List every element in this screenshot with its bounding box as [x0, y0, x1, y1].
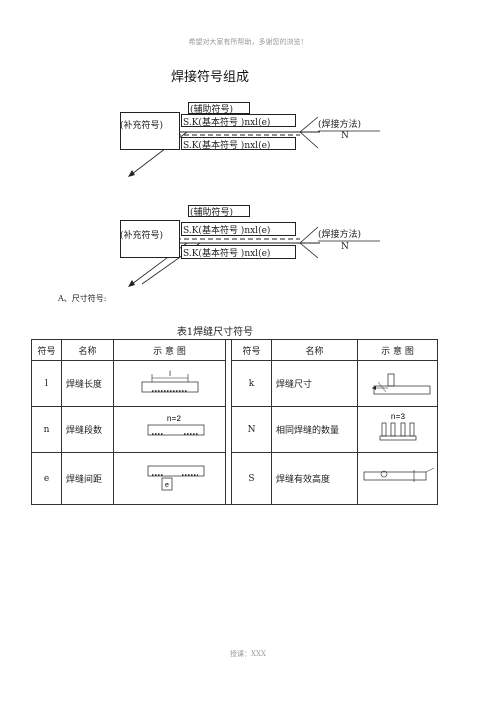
main-bottom-label: S.K(基本符号 )nxl(e) [183, 141, 271, 151]
supp-symbol-label: (补充符号) [120, 121, 164, 131]
header-diagram: 示 意 图 [113, 339, 226, 361]
method-label: (焊接方法) [318, 230, 362, 240]
main-bottom-label: S.K(基本符号 )nxl(e) [183, 249, 271, 259]
header-note: 希望对大家有所帮助，多谢您的浏览！ [188, 38, 308, 46]
table-row: n 焊缝段数 n=2 N 相同焊缝的数量 n=3 [31, 406, 438, 453]
main-bottom-box [181, 245, 296, 259]
section-a-heading: A、尺寸符号: [58, 294, 107, 303]
cell-symbol: n [31, 406, 62, 453]
table-title: 表1焊缝尺寸符号 [176, 327, 254, 338]
segments-diagram: n=2 [113, 406, 226, 453]
size-illustration [372, 373, 431, 394]
aux-box [188, 102, 250, 114]
cell-name: 焊缝段数 [61, 406, 114, 453]
header-name: 名称 [61, 339, 114, 361]
cell-name-2: 相同焊缝的数量 [271, 406, 358, 453]
count-illustration: n=3 [379, 413, 417, 440]
method-label: (焊接方法) [318, 120, 362, 130]
spacing-label: e [165, 482, 169, 489]
header-diagram-2: 示 意 图 [357, 339, 438, 361]
aux-symbol-label: (辅助符号) [190, 208, 234, 218]
spacing-diagram: e [113, 452, 226, 505]
cell-symbol-2: k [231, 360, 272, 407]
length-illustration: l [141, 371, 199, 392]
n-label: N [341, 242, 349, 252]
cell-symbol: l [31, 360, 62, 407]
aux-symbol-label: (辅助符号) [190, 105, 234, 115]
height-illustration [363, 467, 435, 482]
weld-symbol-diagram-1: (补充符号) (辅助符号) S.K(基本符号 )nxl(e) S.K(基本符号 … [0, 95, 496, 185]
weld-dimension-table: 符号 名称 示 意 图 符号 名称 示 意 图 l 焊缝长度 l k 焊缝尺寸 [31, 339, 438, 505]
spacing-illustration: e [147, 465, 205, 490]
main-top-box [181, 114, 296, 127]
cell-name-2: 焊缝有效高度 [271, 452, 358, 505]
count-label: n=3 [391, 413, 406, 422]
cell-name-2: 焊缝尺寸 [271, 360, 358, 407]
height-diagram [357, 452, 438, 505]
cell-symbol-2: N [231, 406, 272, 453]
segments-label: n=2 [167, 415, 182, 424]
table-row: l 焊缝长度 l k 焊缝尺寸 [31, 360, 438, 407]
main-bottom-box [181, 137, 296, 150]
main-top-box [181, 222, 296, 236]
header-name-2: 名称 [271, 339, 358, 361]
cell-name: 焊缝长度 [61, 360, 114, 407]
header-symbol: 符号 [31, 339, 62, 361]
cell-name: 焊缝间距 [61, 452, 114, 505]
main-top-label: S.K(基本符号 )nxl(e) [183, 226, 271, 236]
supp-box [120, 220, 180, 258]
count-diagram: n=3 [357, 406, 438, 453]
segments-illustration: n=2 [147, 415, 205, 435]
footer-note: 授课：XXX [230, 650, 266, 658]
table-header-row: 符号 名称 示 意 图 符号 名称 示 意 图 [31, 339, 438, 505]
table-row: e 焊缝间距 e S 焊缝有效高度 [31, 452, 438, 505]
aux-box [188, 205, 250, 217]
supp-box [120, 112, 180, 150]
weld-symbol-diagram-2: (补充符号) (辅助符号) S.K(基本符号 )nxl(e) S.K(基本符号 … [0, 203, 496, 293]
cell-symbol: e [31, 452, 62, 505]
size-diagram [357, 360, 438, 407]
supp-symbol-label: (补充符号) [120, 231, 164, 241]
length-label: l [169, 371, 171, 378]
page-title: 焊接符号组成 [170, 70, 249, 85]
length-diagram: l [113, 360, 226, 407]
header-symbol-2: 符号 [231, 339, 272, 361]
main-top-label: S.K(基本符号 )nxl(e) [183, 118, 271, 128]
n-label: N [341, 131, 349, 141]
cell-symbol-2: S [231, 452, 272, 505]
